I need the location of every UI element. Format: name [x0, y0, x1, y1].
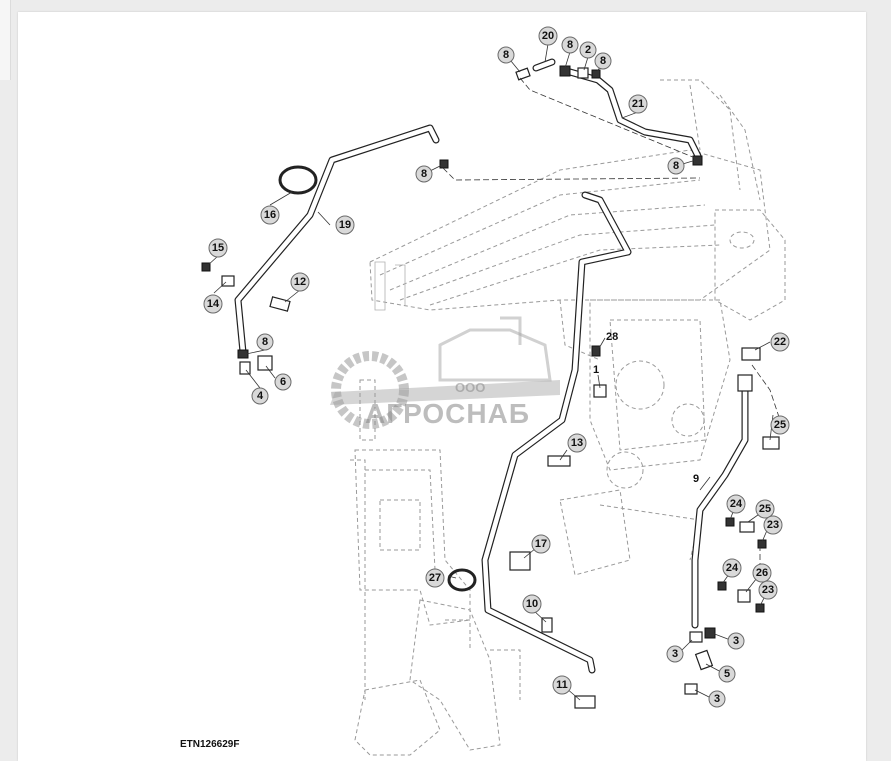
callout-23: 23	[758, 580, 778, 600]
callout-14: 14	[203, 294, 223, 314]
watermark-company-form: ООО	[455, 380, 485, 395]
callout-15: 15	[208, 238, 228, 258]
svg-text:20: 20	[542, 30, 554, 42]
svg-text:24: 24	[726, 562, 739, 574]
fittings	[201, 65, 780, 709]
svg-text:3: 3	[733, 635, 739, 647]
svg-text:3: 3	[672, 648, 678, 660]
callout-6: 6	[274, 373, 292, 391]
callout-17: 17	[531, 534, 551, 554]
svg-text:13: 13	[571, 437, 583, 449]
callout-25: 25	[770, 415, 790, 435]
svg-text:16: 16	[264, 209, 276, 221]
svg-text:8: 8	[567, 39, 573, 51]
callout-23: 23	[763, 515, 783, 535]
svg-text:25: 25	[774, 419, 786, 431]
callout-20: 20	[538, 26, 558, 46]
svg-text:8: 8	[262, 336, 268, 348]
callout-8: 8	[561, 36, 579, 54]
callout-19: 19	[335, 215, 355, 235]
callout-22: 22	[770, 332, 790, 352]
callout-3: 3	[666, 645, 684, 663]
svg-text:21: 21	[632, 98, 644, 110]
watermark-logo: ООО АГРОСНАБ	[330, 316, 560, 429]
callout-8: 8	[415, 165, 433, 183]
svg-text:22: 22	[774, 336, 786, 348]
callout-25: 25	[755, 499, 775, 519]
svg-text:27: 27	[429, 572, 441, 584]
svg-text:11: 11	[556, 679, 568, 691]
callout-4: 4	[251, 387, 269, 405]
svg-text:8: 8	[421, 168, 427, 180]
callouts: 20 8 8 2 8 8 21 8 8 16 19 15 14 12 6 4 2…	[203, 26, 790, 708]
watermark-brand: АГРОСНАБ	[365, 398, 530, 429]
callout-16: 16	[260, 205, 280, 225]
page-edge	[0, 0, 11, 80]
svg-text:26: 26	[756, 567, 768, 579]
callout-26: 26	[752, 563, 772, 583]
callout-2: 2	[579, 41, 597, 59]
callout-13: 13	[567, 433, 587, 453]
callout-8: 8	[594, 52, 612, 70]
callout-8: 8	[667, 157, 685, 175]
svg-text:24: 24	[730, 498, 743, 510]
svg-text:23: 23	[762, 584, 774, 596]
callout-3: 3	[727, 632, 745, 650]
label-9: 9	[693, 473, 699, 485]
svg-text:3: 3	[714, 693, 720, 705]
svg-text:19: 19	[339, 219, 351, 231]
svg-text:25: 25	[759, 503, 771, 515]
svg-text:6: 6	[280, 376, 286, 388]
callout-21: 21	[628, 94, 648, 114]
callout-10: 10	[522, 594, 542, 614]
callout-8: 8	[256, 333, 274, 351]
diagram-sheet	[18, 12, 866, 761]
callout-24: 24	[726, 494, 746, 514]
svg-text:4: 4	[257, 390, 264, 402]
hoses	[234, 58, 753, 674]
svg-text:23: 23	[767, 519, 779, 531]
machine-outline	[350, 79, 786, 756]
svg-text:10: 10	[526, 598, 538, 610]
svg-text:8: 8	[600, 55, 606, 67]
label-1: 1	[593, 364, 599, 376]
svg-text:5: 5	[724, 668, 730, 680]
callout-27: 27	[425, 568, 445, 588]
svg-text:14: 14	[207, 298, 220, 310]
callout-8: 8	[497, 46, 515, 64]
figure-reference: ETN126629F	[180, 739, 240, 750]
callout-3: 3	[708, 690, 726, 708]
callout-11: 11	[552, 675, 572, 695]
callout-24: 24	[722, 558, 742, 578]
svg-text:15: 15	[212, 242, 224, 254]
svg-text:17: 17	[535, 538, 547, 550]
label-28: 28	[606, 331, 618, 343]
svg-text:12: 12	[294, 276, 306, 288]
svg-text:8: 8	[673, 160, 679, 172]
svg-text:2: 2	[585, 44, 591, 56]
callout-5: 5	[718, 665, 736, 683]
svg-text:8: 8	[503, 49, 509, 61]
callout-12: 12	[290, 272, 310, 292]
